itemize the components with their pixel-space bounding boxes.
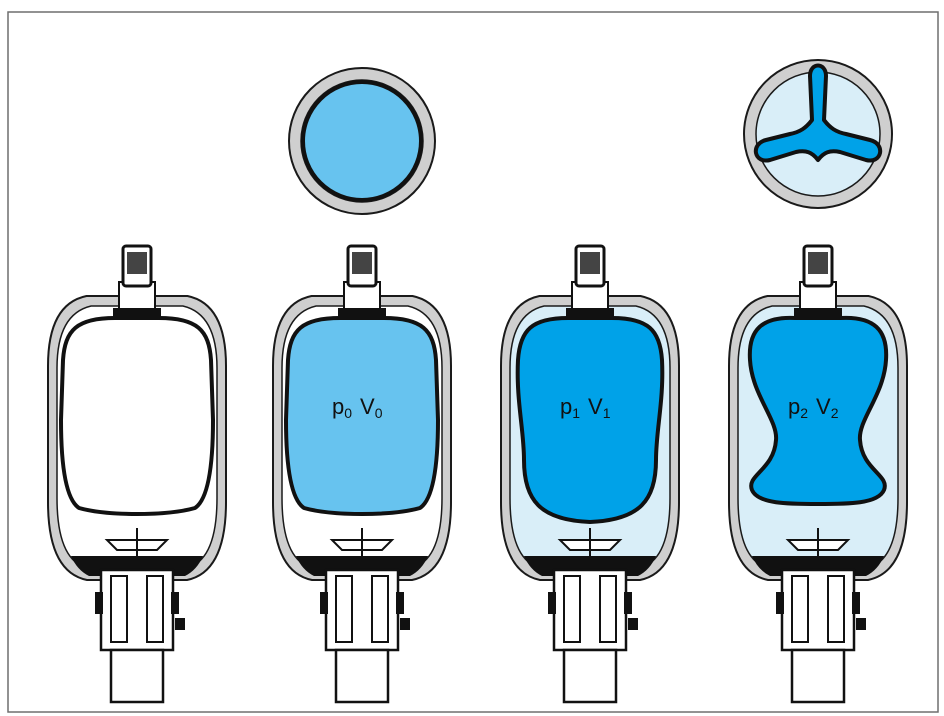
gas-valve-thread bbox=[580, 252, 600, 274]
oil-connector bbox=[792, 650, 844, 702]
bladder-top-plug bbox=[113, 308, 161, 318]
pressure-symbol: p bbox=[788, 394, 800, 419]
volume-subscript: 2 bbox=[831, 405, 839, 421]
oil-port-channel-right bbox=[600, 576, 616, 642]
bladder-top-plug bbox=[566, 308, 614, 318]
volume-symbol: V bbox=[360, 394, 375, 419]
gas-valve-thread bbox=[352, 252, 372, 274]
bolt-left bbox=[548, 592, 556, 614]
bolt-right bbox=[852, 592, 860, 614]
oil-port-channel-left bbox=[336, 576, 352, 642]
bladder-top-plug bbox=[338, 308, 386, 318]
pressure-subscript: 1 bbox=[572, 405, 580, 421]
bladder bbox=[61, 318, 213, 514]
oil-connector bbox=[564, 650, 616, 702]
gas-valve-thread bbox=[127, 252, 147, 274]
volume-subscript: 1 bbox=[603, 405, 611, 421]
oil-port-channel-left bbox=[564, 576, 580, 642]
oil-connector bbox=[111, 650, 163, 702]
oil-port-channel-right bbox=[147, 576, 163, 642]
volume-symbol: V bbox=[588, 394, 603, 419]
bolt-left bbox=[776, 592, 784, 614]
bolt-left bbox=[320, 592, 328, 614]
pressure-symbol: p bbox=[332, 394, 344, 419]
oil-port-channel-right bbox=[828, 576, 844, 642]
bladder bbox=[518, 318, 663, 522]
bolt-right bbox=[624, 592, 632, 614]
cross-section-circle bbox=[289, 68, 435, 214]
oil-port-channel-left bbox=[111, 576, 127, 642]
volume-symbol: V bbox=[816, 394, 831, 419]
pressure-symbol: p bbox=[560, 394, 572, 419]
bleed-screw bbox=[856, 618, 866, 630]
bladder-top-plug bbox=[794, 308, 842, 318]
cross-section-bladder bbox=[303, 82, 421, 200]
volume-subscript: 0 bbox=[375, 405, 383, 421]
bolt-right bbox=[396, 592, 404, 614]
pressure-subscript: 2 bbox=[800, 405, 808, 421]
cross-section-trefoil bbox=[744, 60, 892, 208]
bleed-screw bbox=[628, 618, 638, 630]
bleed-screw bbox=[175, 618, 185, 630]
bolt-right bbox=[171, 592, 179, 614]
oil-port-channel-right bbox=[372, 576, 388, 642]
pressure-subscript: 0 bbox=[344, 405, 352, 421]
bleed-screw bbox=[400, 618, 410, 630]
gas-valve-thread bbox=[808, 252, 828, 274]
oil-connector bbox=[336, 650, 388, 702]
oil-port-channel-left bbox=[792, 576, 808, 642]
bolt-left bbox=[95, 592, 103, 614]
